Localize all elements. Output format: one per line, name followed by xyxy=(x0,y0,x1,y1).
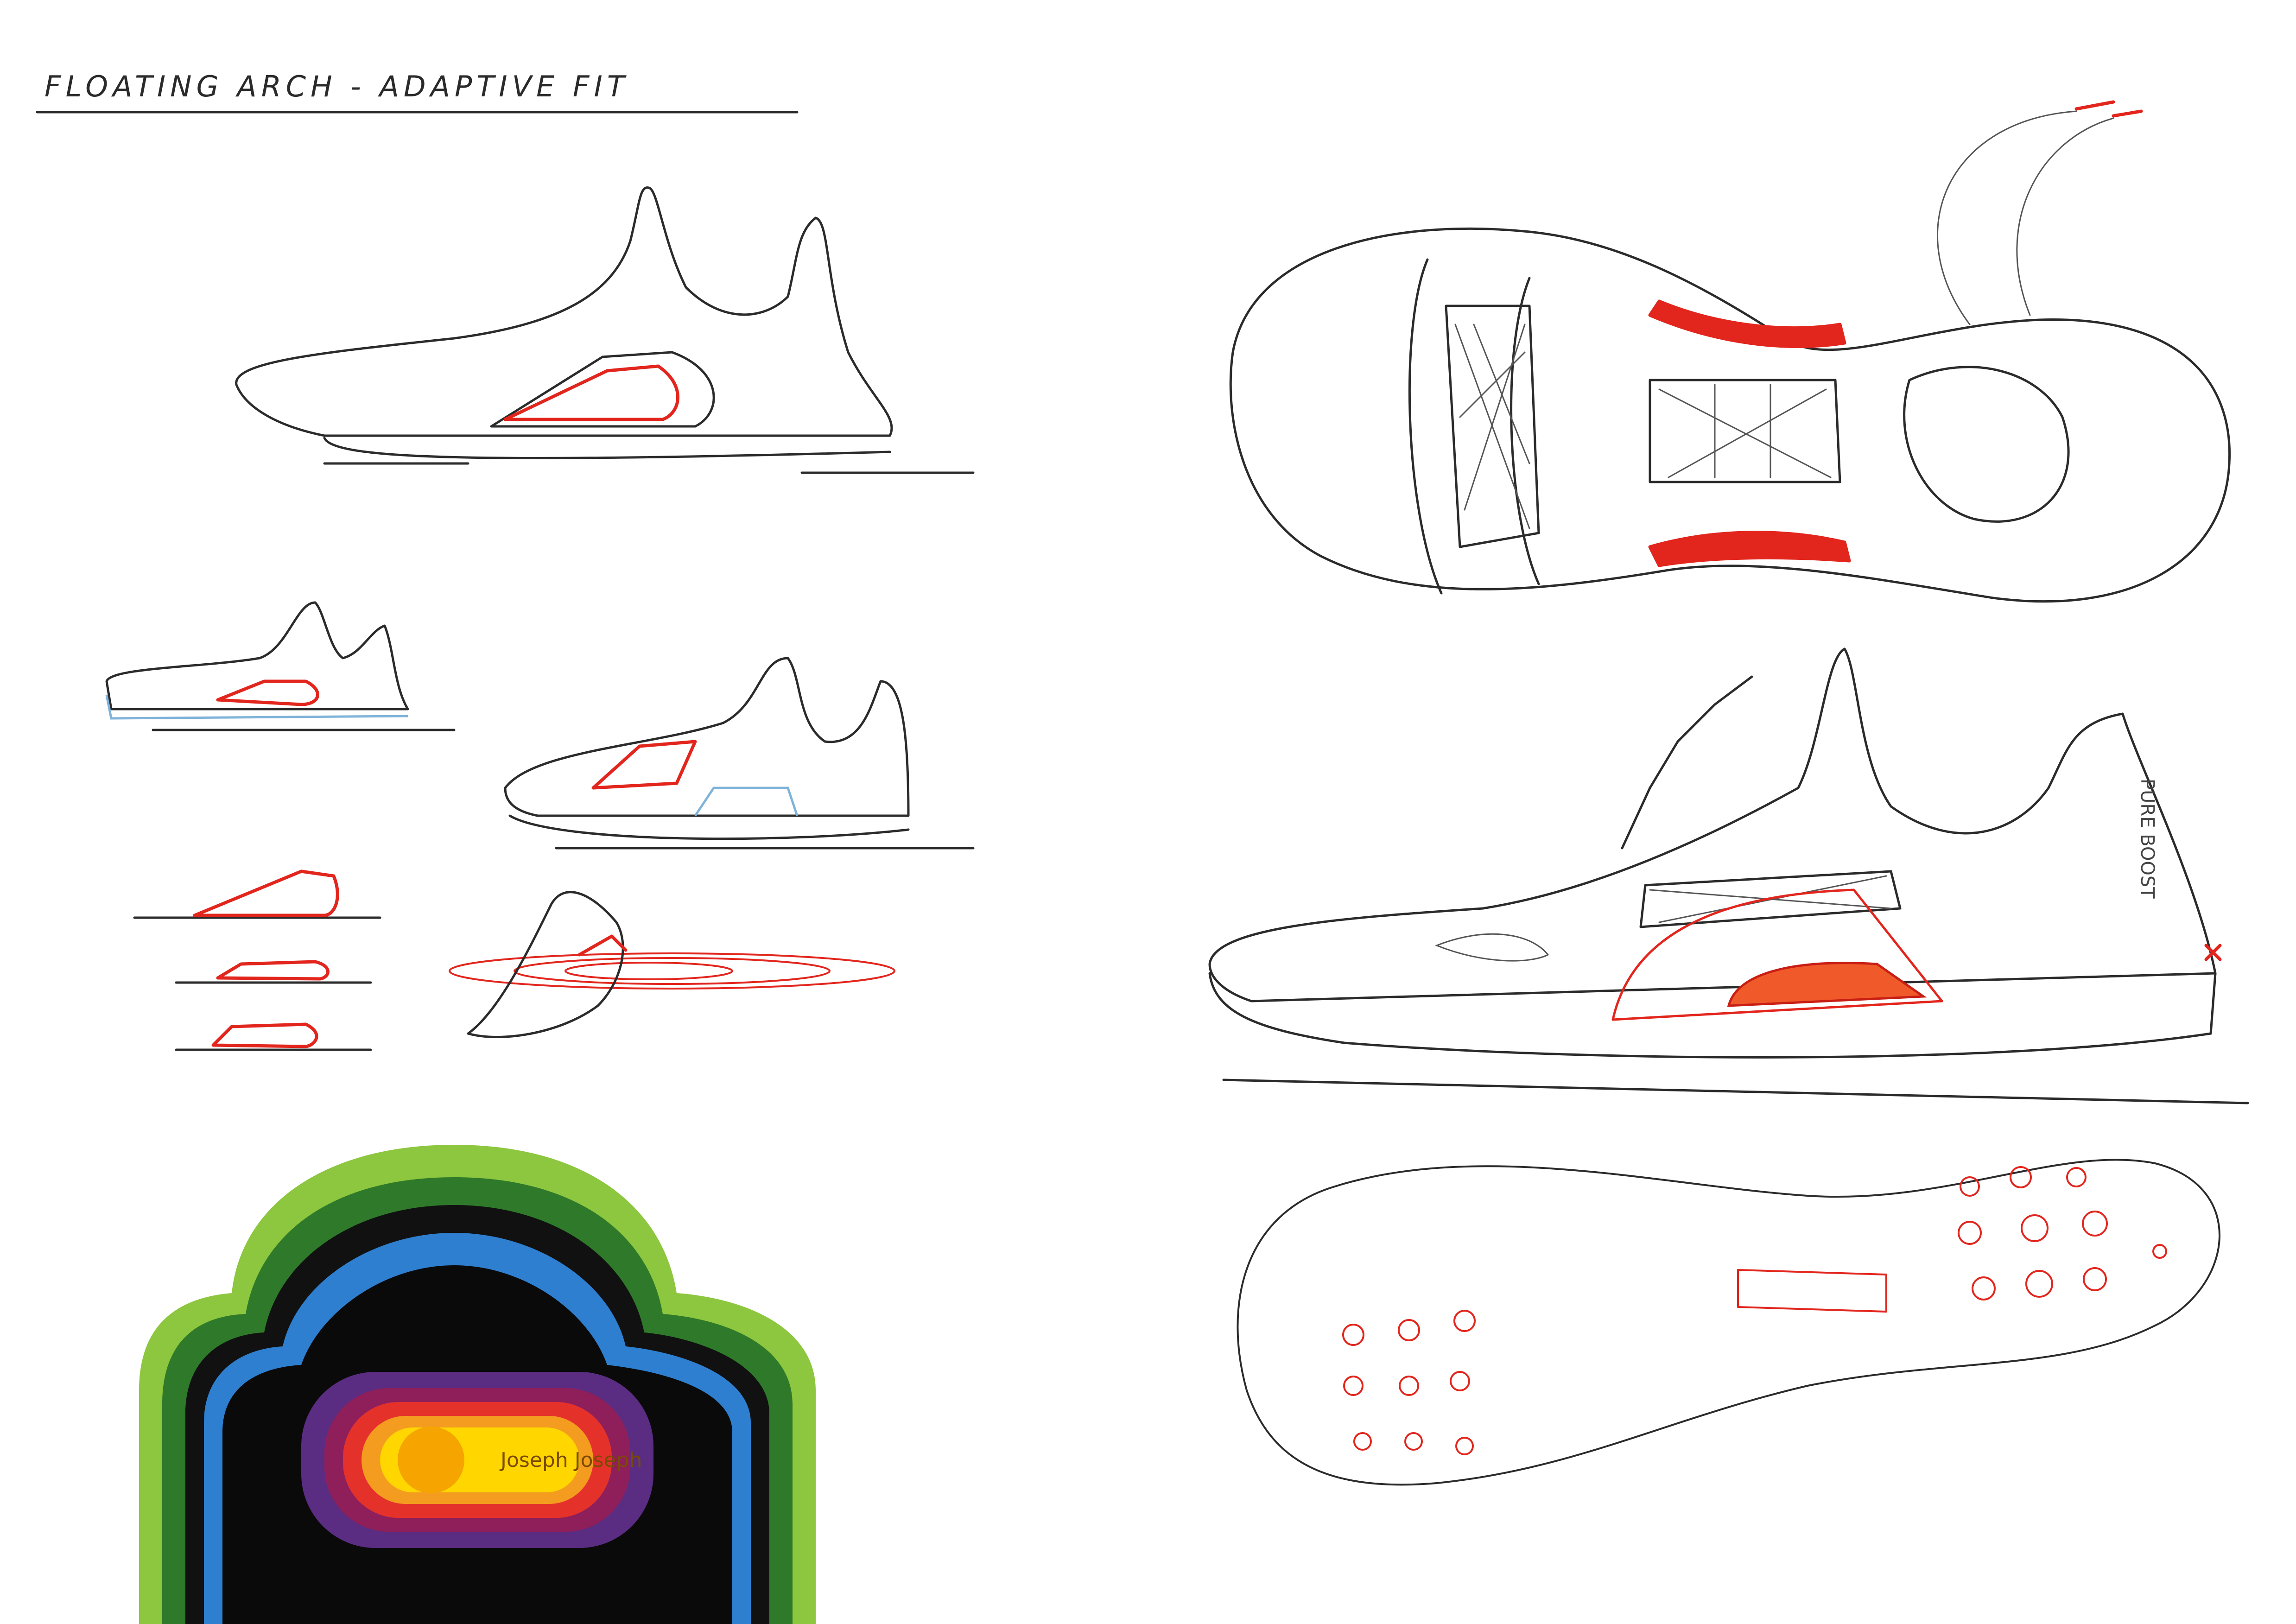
sheet-title: FLOATING ARCH - ADAPTIVE FIT xyxy=(44,70,629,103)
outsole-outline-sketch xyxy=(1237,1159,2220,1486)
shoe-sketch-main-side xyxy=(235,186,975,474)
shoe-sketch-perspective xyxy=(504,657,975,850)
shoe-sketch-small-left xyxy=(105,601,456,731)
shoe-sketch-sole-view xyxy=(1229,100,2231,603)
bowl-center-circle xyxy=(398,1427,464,1493)
shoe-sketch-detailed-side: PURE BOOST xyxy=(1208,647,2249,1104)
nesting-bowls-reference-image: Joseph Joseph xyxy=(139,1145,816,1624)
outsole-traction-pods xyxy=(1342,1166,2167,1455)
heel-text: PURE BOOST xyxy=(2137,779,2158,899)
air-pod-highlight xyxy=(1727,962,1927,1007)
arch-profile-sketches xyxy=(133,869,381,1051)
brand-logo-text: Joseph Joseph xyxy=(499,1448,642,1472)
shoe-sketch-impact xyxy=(449,891,895,1038)
